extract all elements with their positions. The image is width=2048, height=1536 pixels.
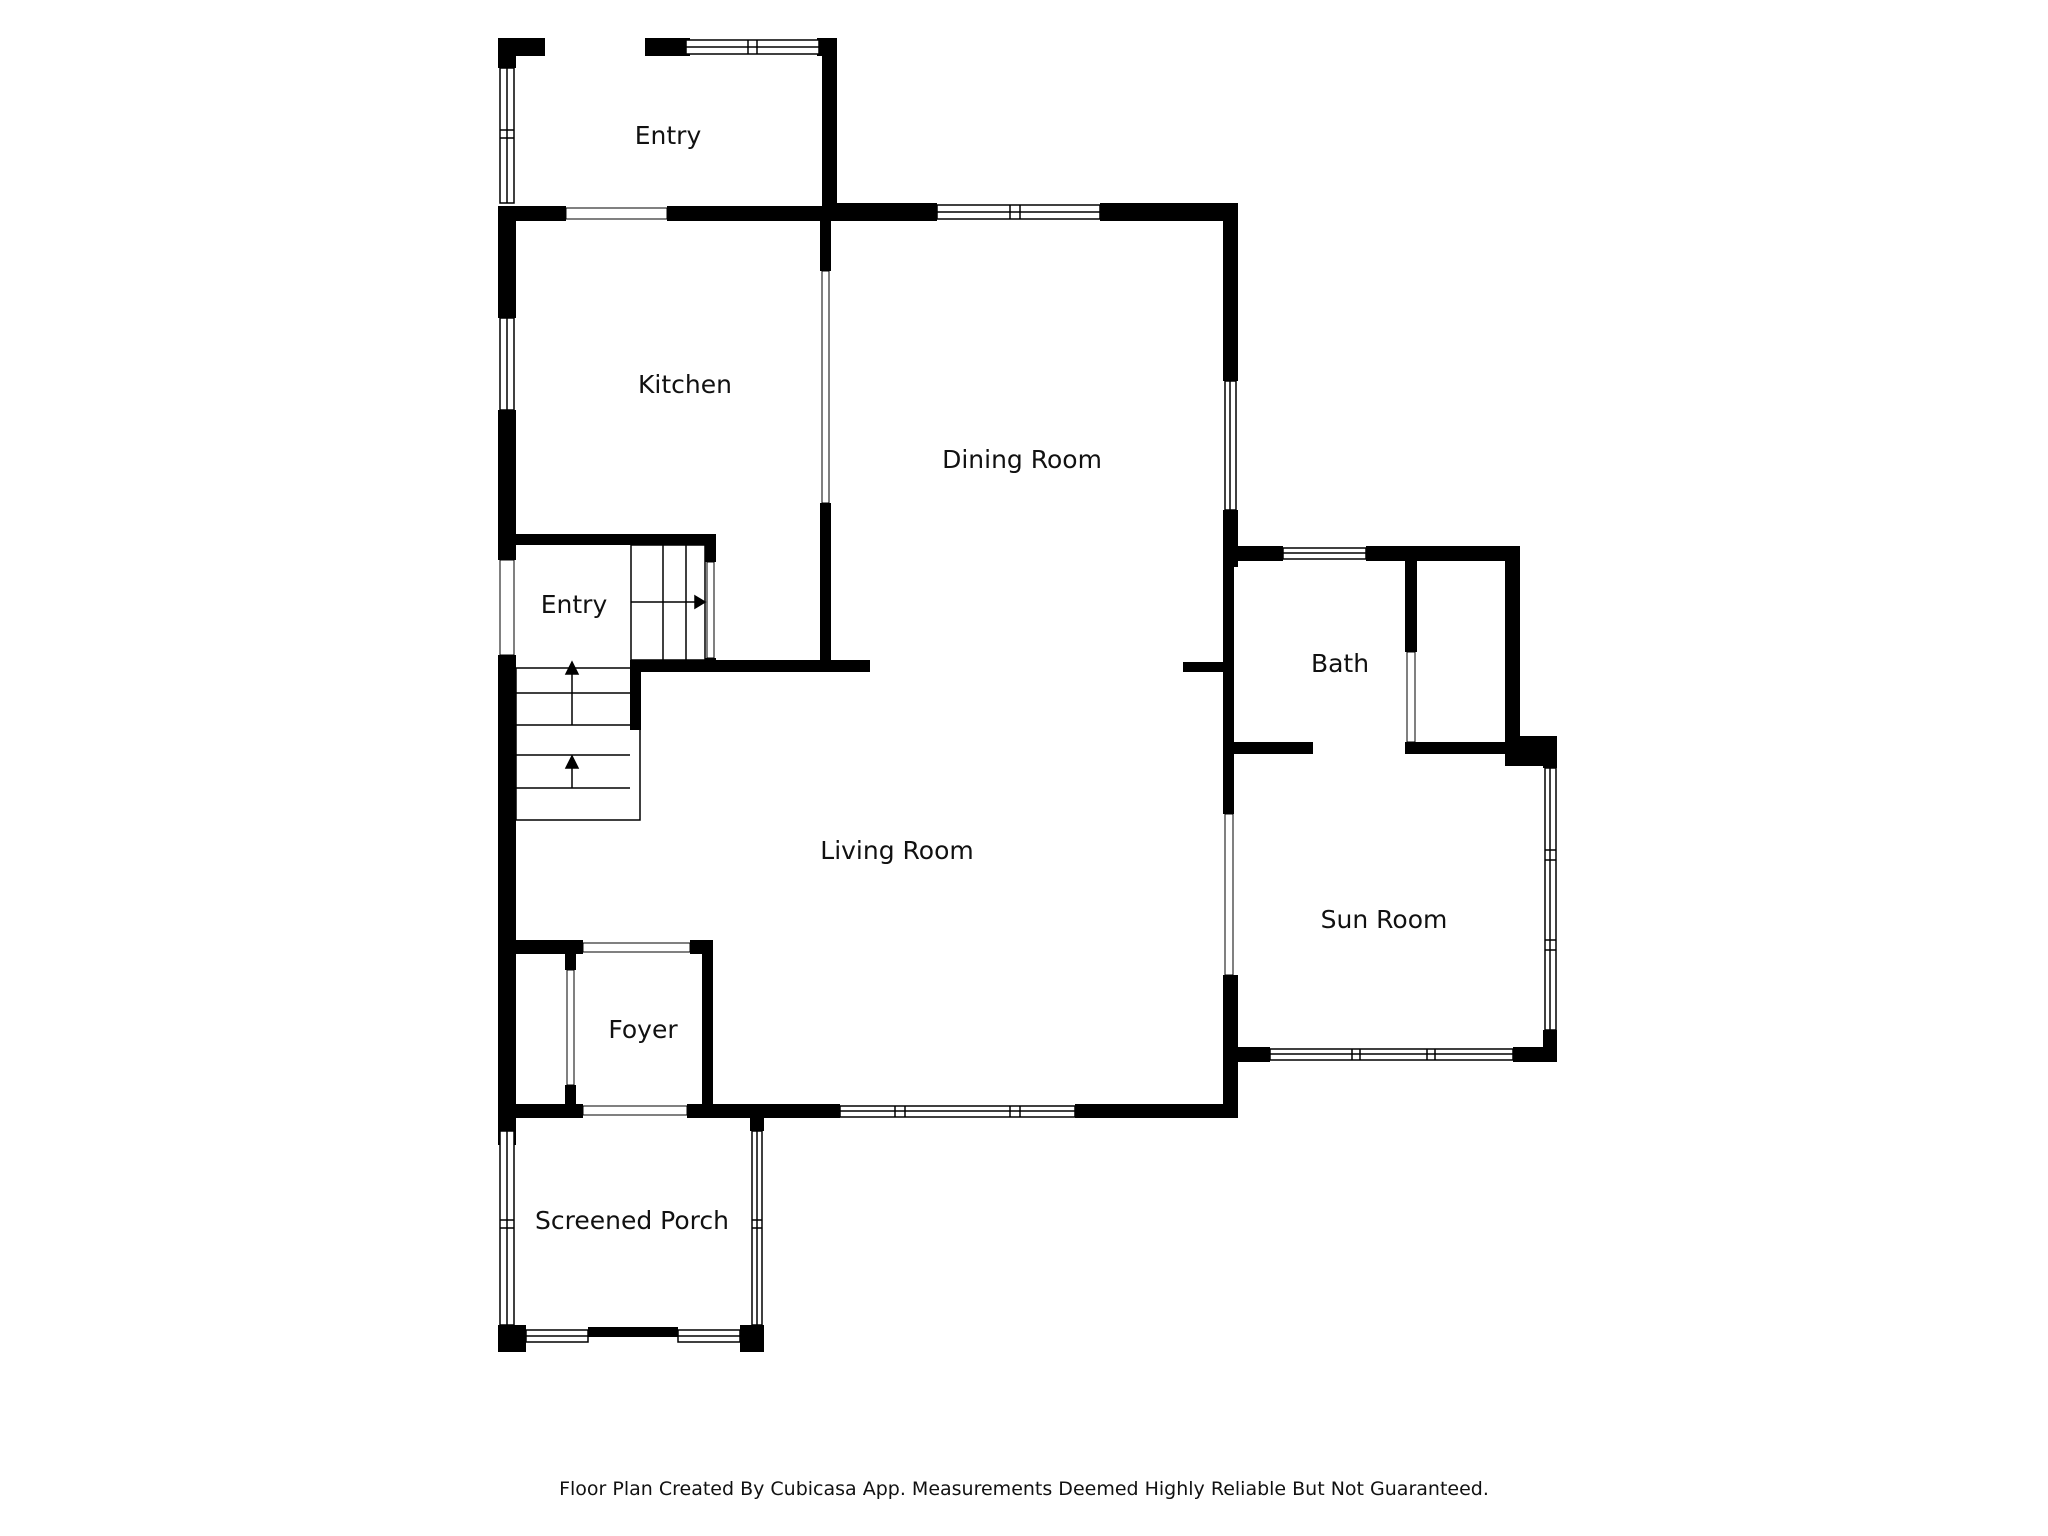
disclaimer-footer: Floor Plan Created By Cubicasa App. Meas… [559,1478,1489,1500]
windows [499,39,1557,1343]
walls [498,38,1557,1352]
room-label-entry-mid: Entry [541,590,608,619]
room-label-screened-porch: Screened Porch [535,1206,729,1235]
room-label-kitchen: Kitchen [638,370,732,399]
stairs [515,544,707,821]
room-label-entry-top: Entry [635,121,702,150]
room-label-living-room: Living Room [820,836,973,865]
room-label-dining-room: Dining Room [942,445,1102,474]
room-label-foyer: Foyer [608,1015,678,1044]
room-label-bath: Bath [1311,649,1369,678]
room-label-sun-room: Sun Room [1321,905,1448,934]
